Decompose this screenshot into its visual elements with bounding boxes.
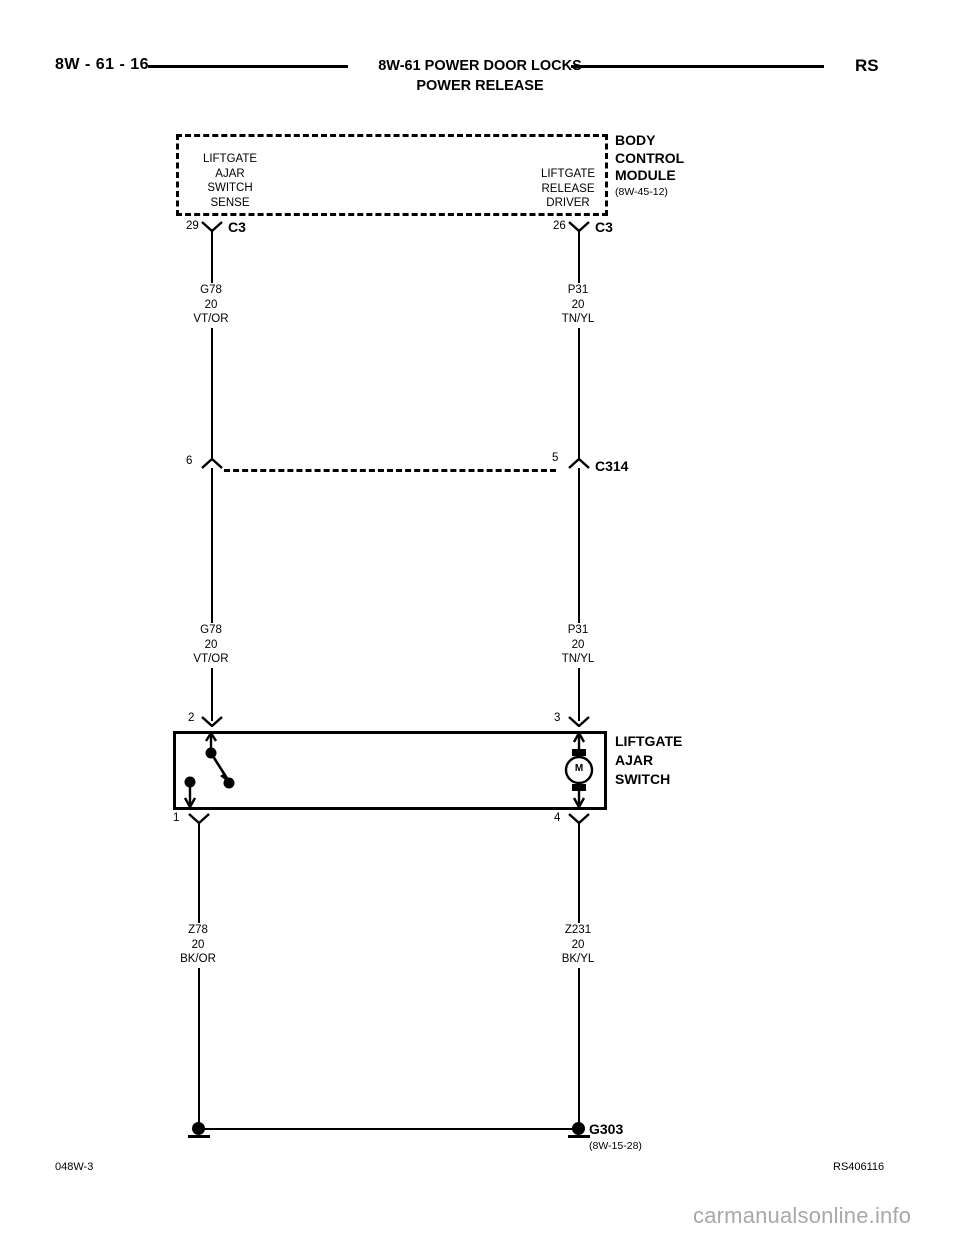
ground-symbol-bar (568, 1135, 590, 1138)
switch-name-line1: LIFTGATE (615, 733, 683, 749)
wire-label-z78: Z78 20 BK/OR (138, 923, 258, 967)
wire-segment-p31-upper-b (578, 328, 580, 458)
ground-bus-line (198, 1128, 579, 1130)
body-control-module-name: BODY CONTROL MODULE (615, 132, 684, 185)
wire-segment-g78-mid-a (211, 468, 213, 623)
switch-pin3-number: 3 (554, 712, 561, 724)
c314-left-pin-number: 6 (186, 455, 193, 467)
switch-pin1-number: 1 (173, 812, 180, 824)
ground-symbol-icon (192, 1122, 205, 1135)
ground-symbol-bar (188, 1135, 210, 1138)
page-title: 8W-61 POWER DOOR LOCKS (378, 58, 582, 74)
wire-gauge: 20 (571, 638, 585, 651)
wire-segment-z78-a (198, 823, 200, 923)
bcm-name-line3: MODULE (615, 167, 676, 183)
wire-segment-g78-upper-a (211, 231, 213, 283)
wire-gauge: 20 (204, 298, 218, 311)
footer-right-code: RS406116 (833, 1161, 885, 1173)
wire-label-g78-upper: G78 20 VT/OR (151, 283, 271, 327)
wire-label-p31-mid: P31 20 TN/YL (518, 623, 638, 667)
wire-circuit-id: G78 (200, 624, 222, 636)
wire-label-p31-upper: P31 20 TN/YL (518, 283, 638, 327)
switch-name-line3: SWITCH (615, 771, 671, 787)
wire-color: TN/YL (561, 653, 595, 665)
c314-right-pin-number: 5 (552, 452, 559, 464)
ground-name: G303 (589, 1121, 624, 1137)
footer-left-code: 048W-3 (55, 1161, 94, 1173)
wire-circuit-id: Z78 (188, 924, 208, 936)
wire-label-z231: Z231 20 BK/YL (518, 923, 638, 967)
wire-circuit-id: Z231 (564, 924, 592, 936)
bcm-right-fn-line2: RELEASE (541, 182, 595, 195)
bcm-right-pin-function: LIFTGATE RELEASE DRIVER (528, 167, 608, 211)
header-rule-left (148, 65, 348, 68)
bcm-left-fn-line4: SENSE (210, 196, 250, 209)
switch-pin2-number: 2 (188, 712, 195, 724)
model-code: RS (855, 56, 879, 75)
wire-color: TN/YL (561, 313, 595, 325)
wire-segment-z231-a (578, 823, 580, 923)
wire-color: VT/OR (193, 653, 229, 665)
bcm-reference: (8W-45-12) (615, 186, 668, 198)
c314-connector-name: C314 (595, 458, 629, 474)
liftgate-ajar-switch-boundary (173, 731, 607, 810)
wire-gauge: 20 (571, 938, 585, 951)
motor-symbol (564, 731, 594, 810)
liftgate-ajar-switch-name: LIFTGATE AJAR SWITCH (615, 732, 682, 789)
motor-symbol-letter: M (574, 763, 584, 774)
wire-segment-g78-upper-b (211, 328, 213, 458)
bcm-left-pin-number: 29 (186, 220, 199, 232)
body-control-module-boundary (176, 134, 608, 216)
switch-name-line2: AJAR (615, 752, 654, 768)
wire-segment-p31-mid-a (578, 468, 580, 623)
page-subtitle: POWER RELEASE (416, 78, 544, 94)
bcm-left-fn-line1: LIFTGATE (202, 153, 258, 165)
wire-color: VT/OR (193, 313, 229, 325)
switch-contact-symbol (183, 731, 235, 810)
wire-gauge: 20 (204, 638, 218, 651)
wire-circuit-id: P31 (567, 284, 589, 296)
bcm-name-line2: CONTROL (615, 149, 685, 166)
connector-chevron-up-icon (568, 458, 590, 469)
bcm-right-pin-number: 26 (553, 220, 566, 232)
connector-chevron-up-icon (201, 458, 223, 469)
bcm-left-pin-function: LIFTGATE AJAR SWITCH SENSE (180, 152, 280, 210)
bcm-left-connector-name: C3 (228, 219, 246, 235)
wire-segment-z78-b (198, 968, 200, 1122)
wire-segment-z231-b (578, 968, 580, 1122)
switch-pin4-number: 4 (554, 812, 561, 824)
connector-chevron-down-icon (201, 716, 223, 727)
wire-color: BK/YL (561, 953, 595, 965)
bcm-left-fn-line3: SWITCH (207, 182, 253, 194)
ground-symbol-icon (572, 1122, 585, 1135)
bcm-name-line1: BODY (615, 132, 656, 148)
wire-segment-g78-mid-b (211, 668, 213, 721)
wire-gauge: 20 (571, 298, 585, 311)
site-watermark: carmanualsonline.info (693, 1203, 912, 1228)
bcm-right-connector-name: C3 (595, 219, 613, 235)
ground-reference: (8W-15-28) (589, 1140, 642, 1152)
wire-gauge: 20 (191, 938, 205, 951)
bcm-left-fn-line2: AJAR (215, 167, 245, 180)
c314-connector-link (224, 469, 556, 472)
wire-segment-p31-upper-a (578, 231, 580, 283)
page-number: 8W - 61 - 16 (55, 56, 150, 73)
wire-label-g78-mid: G78 20 VT/OR (151, 623, 271, 667)
bcm-right-fn-line3: DRIVER (546, 197, 590, 209)
wire-circuit-id: P31 (567, 624, 589, 636)
wire-color: BK/OR (180, 953, 216, 965)
connector-chevron-down-icon (568, 716, 590, 727)
wire-circuit-id: G78 (200, 284, 222, 296)
wire-segment-p31-mid-b (578, 668, 580, 721)
header-rule-right (571, 65, 824, 68)
bcm-right-fn-line1: LIFTGATE (540, 168, 596, 180)
